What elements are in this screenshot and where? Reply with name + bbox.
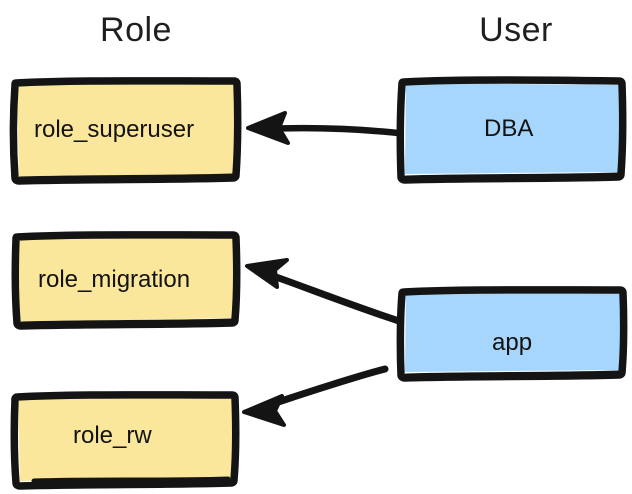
column-title-user: User [479,11,553,49]
edge-app-to-role-migration[interactable] [245,258,403,325]
node-role-migration-border-accent [19,318,234,327]
node-role-rw-border-accent [31,476,231,484]
node-app-fill [405,292,621,372]
edge-dba-to-role-superuser-arrowhead [246,111,290,145]
column-title-role: Role [100,11,172,49]
node-dba-fill [405,83,620,174]
node-label-app: app [492,329,533,356]
node-role-superuser[interactable] [9,77,242,185]
node-role-rw[interactable] [10,391,240,490]
node-role-superuser-border-accent [17,173,235,182]
node-role-migration[interactable] [11,231,241,330]
node-role-rw-border [10,391,240,490]
node-role-rw-fill [18,397,234,481]
edge-app-to-role-migration-line [258,268,403,325]
node-role-migration-fill [18,237,235,322]
node-role-superuser-fill [17,82,236,177]
node-dba-border-accent [403,172,620,181]
node-label-role-superuser: role_superuser [34,116,195,143]
edge-app-to-role-rw-arrowhead [242,394,286,427]
node-app-border-accent [403,370,621,379]
edge-app-to-role-rw[interactable] [242,365,389,427]
node-app[interactable] [396,286,628,382]
edge-dba-to-role-superuser[interactable] [246,111,402,145]
node-label-dba: DBA [484,115,534,142]
node-label-role-rw: role_rw [73,422,152,449]
node-label-role-migration: role_migration [38,266,191,293]
edge-app-to-role-migration-arrowhead [245,258,289,289]
